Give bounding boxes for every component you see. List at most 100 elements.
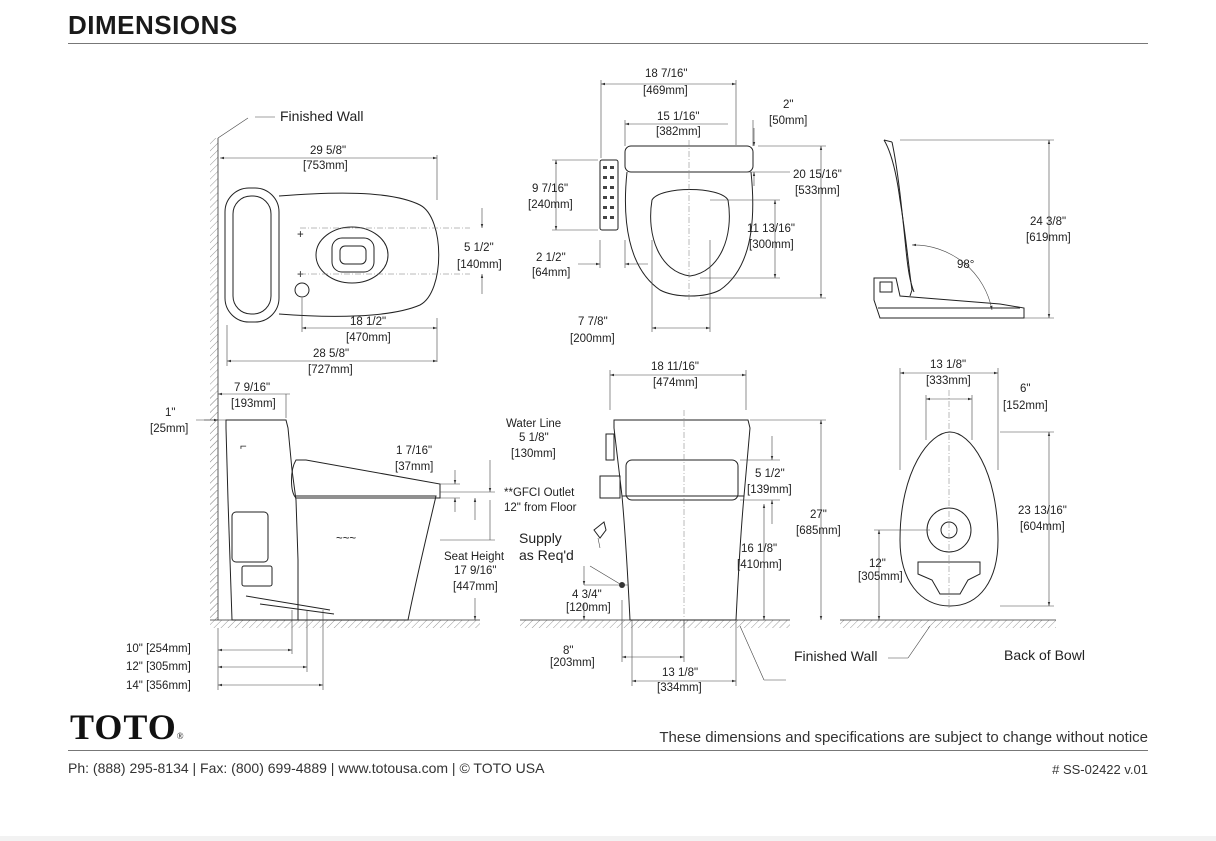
disclaimer: These dimensions and specifications are …	[659, 729, 1148, 746]
supply-label-line1: Supply	[519, 530, 562, 546]
dim-opening-mm: [300mm]	[749, 239, 794, 251]
dim-remote-height: 9 7/16"	[532, 183, 568, 195]
dim-seat-gap: 5 1/2"	[755, 468, 785, 480]
dim-hinge-offset-mm: [50mm]	[769, 115, 807, 127]
seat-side-view: 24 3/8" [619mm] 98°	[873, 139, 1071, 319]
contact-info: Ph: (888) 295-8134 | Fax: (800) 699-4889…	[68, 760, 545, 776]
dim-back-height: 23 13/16"	[1018, 505, 1067, 517]
footer-divider	[68, 750, 1148, 751]
dim-to-bolts: 18 1/2"	[350, 316, 386, 328]
back-of-bowl-label: Back of Bowl	[1004, 647, 1085, 663]
dim-back-inner: 6"	[1020, 383, 1030, 395]
tank-front-outline	[613, 419, 751, 497]
tank-side-outline	[225, 419, 299, 621]
side-elevation: ⌐ ~~~ 1" [25mm] 7 9/16" [193mm] 1 7/16" …	[126, 382, 577, 692]
toto-logo: TOTO®	[70, 707, 185, 747]
dim-bowl-length: 28 5/8"	[313, 348, 349, 360]
gfci-note-line1: **GFCI Outlet	[504, 487, 575, 499]
dim-tank-depth: 7 9/16"	[234, 382, 270, 394]
dim-supply-offset-mm: [203mm]	[550, 657, 595, 669]
document-number: # SS-02422 v.01	[1052, 762, 1148, 777]
tank-outline	[224, 187, 280, 323]
dim-hinge-offset: 2"	[783, 99, 793, 111]
dim-seat-overall-width-mm: [469mm]	[643, 85, 688, 97]
page-title: DIMENSIONS	[68, 10, 238, 40]
seat-opening	[650, 189, 730, 277]
seat-side-outline	[291, 459, 441, 499]
dim-total-height: 27"	[810, 509, 827, 521]
back-bowl-outline	[899, 431, 999, 607]
svg-text:+: +	[297, 229, 304, 241]
dim-seat-thickness-mm: [37mm]	[395, 461, 433, 473]
supply-label-line2: as Req'd	[519, 547, 574, 563]
dim-seat-gap-mm: [139mm]	[747, 484, 792, 496]
dim-opening-width-mm: [200mm]	[570, 333, 615, 345]
seat-outline	[624, 171, 754, 297]
dim-seat-depth-mm: [533mm]	[795, 185, 840, 197]
dim-rim-height-mm: [410mm]	[737, 559, 782, 571]
dim-rim-height: 16 1/8"	[741, 543, 777, 555]
dim-back-width: 13 1/8"	[930, 359, 966, 371]
dim-base-width-mm: [334mm]	[657, 682, 702, 694]
dim-seat-width: 15 1/16"	[657, 111, 699, 123]
dim-supply-height: 4 3/4"	[572, 589, 602, 601]
dim-water-line-mm: [130mm]	[511, 448, 556, 460]
dim-roughin-10: 10" [254mm]	[126, 643, 191, 655]
dim-remote-offset: 2 1/2"	[536, 252, 566, 264]
dim-back-height-mm: [604mm]	[1020, 521, 1065, 533]
bowl-outline	[278, 192, 440, 317]
svg-text:~~~: ~~~	[336, 533, 356, 545]
plan-view: Finished Wall + + 29 5/8" [753mm] 5 1/2"…	[210, 108, 502, 620]
seat-base-outline	[873, 277, 1025, 319]
dim-seat-height-mm: [447mm]	[453, 581, 498, 593]
finished-wall-leader	[217, 117, 249, 139]
dim-bolt-spacing: 5 1/2"	[464, 242, 494, 254]
dim-bowl-length-mm: [727mm]	[308, 364, 353, 376]
gfci-note-line2: 12" from Floor	[504, 502, 577, 514]
dim-remote-offset-mm: [64mm]	[532, 267, 570, 279]
dim-seat-width-mm: [382mm]	[656, 126, 701, 138]
dim-to-bolts-mm: [470mm]	[346, 332, 391, 344]
header-divider	[68, 43, 1148, 44]
angle-arc	[911, 243, 993, 311]
dim-base-width: 13 1/8"	[662, 667, 698, 679]
dim-back-inner-mm: [152mm]	[1003, 400, 1048, 412]
svg-text:+: +	[297, 269, 304, 281]
dim-seat-overall-width: 18 7/16"	[645, 68, 687, 80]
svg-text:⌐: ⌐	[240, 441, 247, 453]
floor-hatch	[210, 620, 480, 628]
wall-hatch	[210, 138, 218, 620]
dim-front-width: 18 11/16"	[651, 361, 699, 373]
dim-bolt-spacing-mm: [140mm]	[457, 259, 502, 271]
seat-front-outline	[625, 459, 739, 501]
seat-top-view: 18 7/16" [469mm] 15 1/16" [382mm] 2" [50…	[528, 68, 842, 345]
front-elevation: Supply as Req'd 4 3/4" [120mm] 8" [203mm…	[519, 361, 878, 694]
dim-seat-height: 17 9/16"	[454, 565, 496, 577]
dim-back-low-mm: [305mm]	[858, 571, 903, 583]
water-line-label: Water Line	[506, 418, 561, 430]
dim-seat-side-height: 24 3/8"	[1030, 216, 1066, 228]
dim-water-line: 5 1/8"	[519, 432, 549, 444]
dim-supply-height-mm: [120mm]	[566, 602, 611, 614]
dim-overall-length: 29 5/8"	[310, 145, 346, 157]
bowl-rim	[315, 226, 389, 284]
back-view: 13 1/8" [333mm] 6" [152mm] 23 13/16" [60…	[840, 359, 1085, 663]
finished-wall-label-2: Finished Wall	[794, 648, 878, 664]
dim-seat-depth: 20 15/16"	[793, 169, 842, 181]
dim-overall-length-mm: [753mm]	[303, 160, 348, 172]
dim-remote-height-mm: [240mm]	[528, 199, 573, 211]
bowl-side-outline	[296, 495, 437, 621]
dim-opening-width: 7 7/8"	[578, 316, 608, 328]
bowl-front-outline	[621, 495, 745, 621]
remote-outline	[599, 159, 619, 231]
supply-valve-icon	[593, 521, 607, 539]
finished-wall-label: Finished Wall	[280, 108, 364, 124]
dim-opening: 11 13/16"	[747, 223, 795, 235]
dim-back-width-mm: [333mm]	[926, 375, 971, 387]
dim-total-height-mm: [685mm]	[796, 525, 841, 537]
dim-angle: 98°	[957, 259, 974, 271]
dim-back-low: 12"	[869, 558, 886, 570]
dim-tank-depth-mm: [193mm]	[231, 398, 276, 410]
